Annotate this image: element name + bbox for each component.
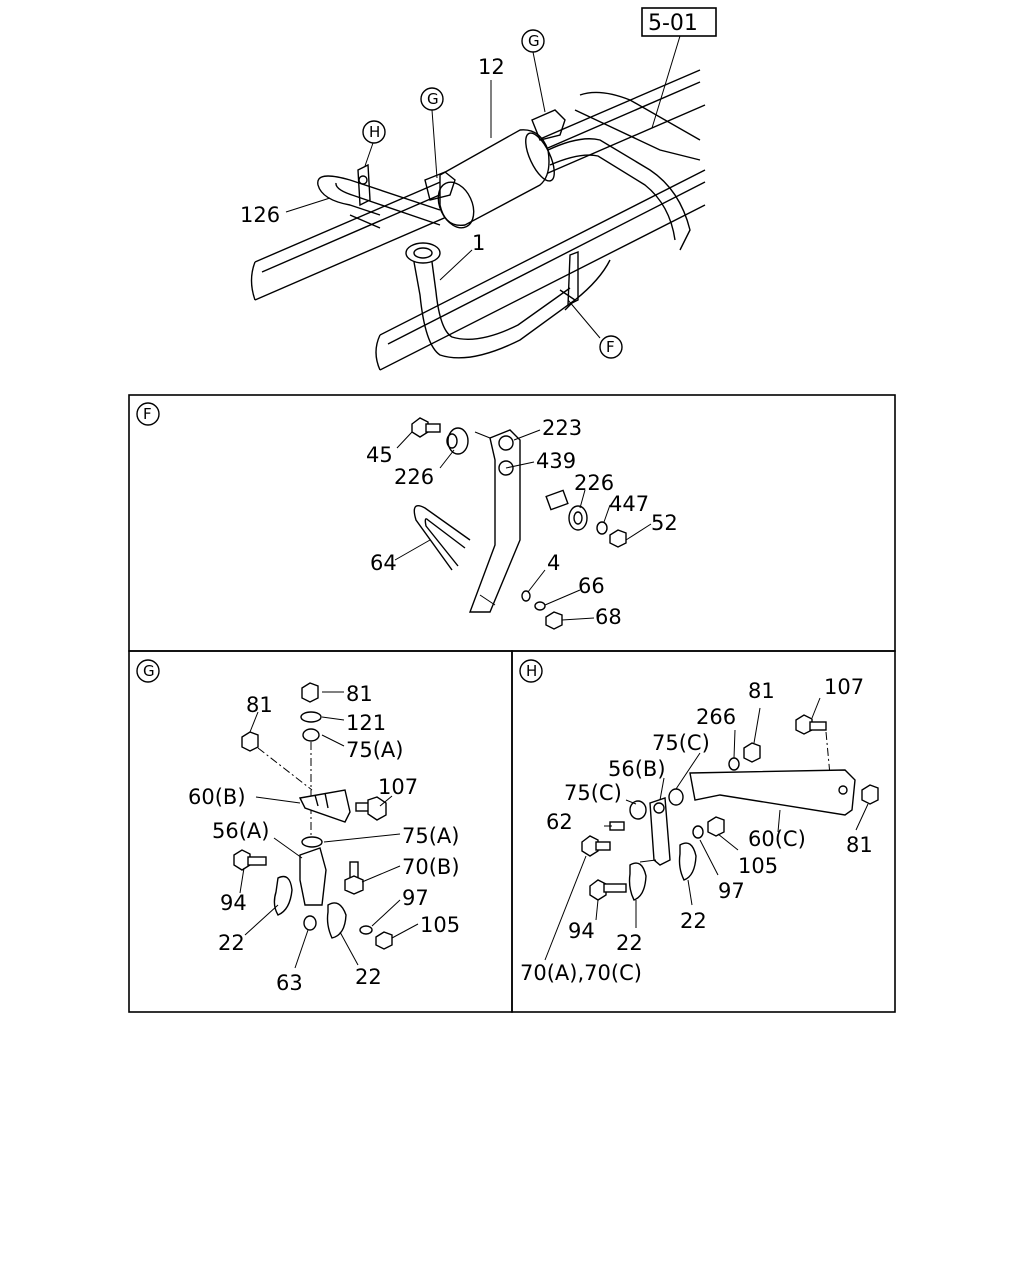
- hanger-f: [559, 250, 579, 311]
- panel-h: H: [519, 659, 879, 985]
- svg-text:F: F: [143, 405, 152, 423]
- label-63: 63: [276, 971, 303, 995]
- label-22-right: 22: [680, 909, 707, 933]
- label-105: 105: [420, 913, 460, 937]
- frame-rail-lower: [375, 169, 706, 371]
- label-107: 107: [378, 775, 418, 799]
- reference-box: [641, 7, 717, 37]
- label-105: 105: [738, 854, 778, 878]
- label-52: 52: [651, 511, 678, 535]
- label-439: 439: [536, 449, 576, 473]
- label-447: 447: [609, 492, 649, 516]
- callout-126: 126: [240, 203, 280, 227]
- label-75a-upper: 75(A): [346, 738, 403, 762]
- label-45: 45: [366, 443, 393, 467]
- label-22-left: 22: [218, 931, 245, 955]
- tail-pipe: [317, 175, 441, 229]
- label-60c: 60(C): [748, 827, 806, 851]
- hanger-g2: [531, 109, 566, 141]
- label-81-top: 81: [346, 682, 373, 706]
- panel-f-marker: F: [136, 402, 160, 426]
- label-70a-70c: 70(A),70(C): [520, 961, 642, 985]
- front-pipe: [405, 242, 611, 359]
- label-22-left: 22: [616, 931, 643, 955]
- panel-g: G: [136, 659, 460, 995]
- svg-text:F: F: [606, 338, 615, 356]
- panel-g-marker: G: [136, 659, 160, 683]
- overview-drawing: 5-01: [240, 7, 717, 371]
- bolt-45: [411, 417, 441, 438]
- hanger-g1: [424, 171, 456, 201]
- label-81-left: 81: [246, 693, 273, 717]
- svg-text:G: G: [143, 662, 155, 680]
- label-64: 64: [370, 551, 397, 575]
- label-81-right: 81: [846, 833, 873, 857]
- callout-1: 1: [472, 231, 485, 255]
- label-62: 62: [546, 810, 573, 834]
- label-107: 107: [824, 675, 864, 699]
- panel-f: F: [136, 402, 678, 630]
- label-56a: 56(A): [212, 819, 269, 843]
- hanger-h: [357, 163, 371, 207]
- reference-label: 5-01: [648, 11, 698, 36]
- u-bolt-64: [413, 505, 471, 571]
- svg-text:H: H: [369, 123, 380, 141]
- panel-h-marker: H: [519, 659, 543, 683]
- label-226: 226: [394, 465, 434, 489]
- muffler: [437, 129, 691, 251]
- marker-f: F: [599, 335, 623, 359]
- label-75c-upper: 75(C): [652, 731, 710, 755]
- svg-text:H: H: [526, 662, 537, 680]
- label-75c-lower: 75(C): [564, 781, 622, 805]
- marker-g-middle: G: [420, 87, 444, 111]
- label-121: 121: [346, 711, 386, 735]
- label-226-right: 226: [574, 471, 614, 495]
- label-68: 68: [595, 605, 622, 629]
- callout-12: 12: [478, 55, 505, 79]
- svg-text:G: G: [427, 90, 439, 108]
- label-94: 94: [220, 891, 247, 915]
- marker-h: H: [362, 120, 386, 144]
- svg-text:G: G: [528, 32, 540, 50]
- label-56b: 56(B): [608, 757, 666, 781]
- marker-g-upper: G: [521, 29, 545, 53]
- label-81-upper: 81: [748, 679, 775, 703]
- label-70b: 70(B): [402, 855, 460, 879]
- label-266: 266: [696, 705, 736, 729]
- label-66: 66: [578, 574, 605, 598]
- panel-h-frame: [511, 650, 896, 1013]
- label-60b: 60(B): [188, 785, 246, 809]
- label-4: 4: [547, 551, 560, 575]
- label-94: 94: [568, 919, 595, 943]
- label-97: 97: [718, 879, 745, 903]
- label-75a-lower: 75(A): [402, 824, 459, 848]
- label-223: 223: [542, 416, 582, 440]
- label-97: 97: [402, 886, 429, 910]
- label-22-right: 22: [355, 965, 382, 989]
